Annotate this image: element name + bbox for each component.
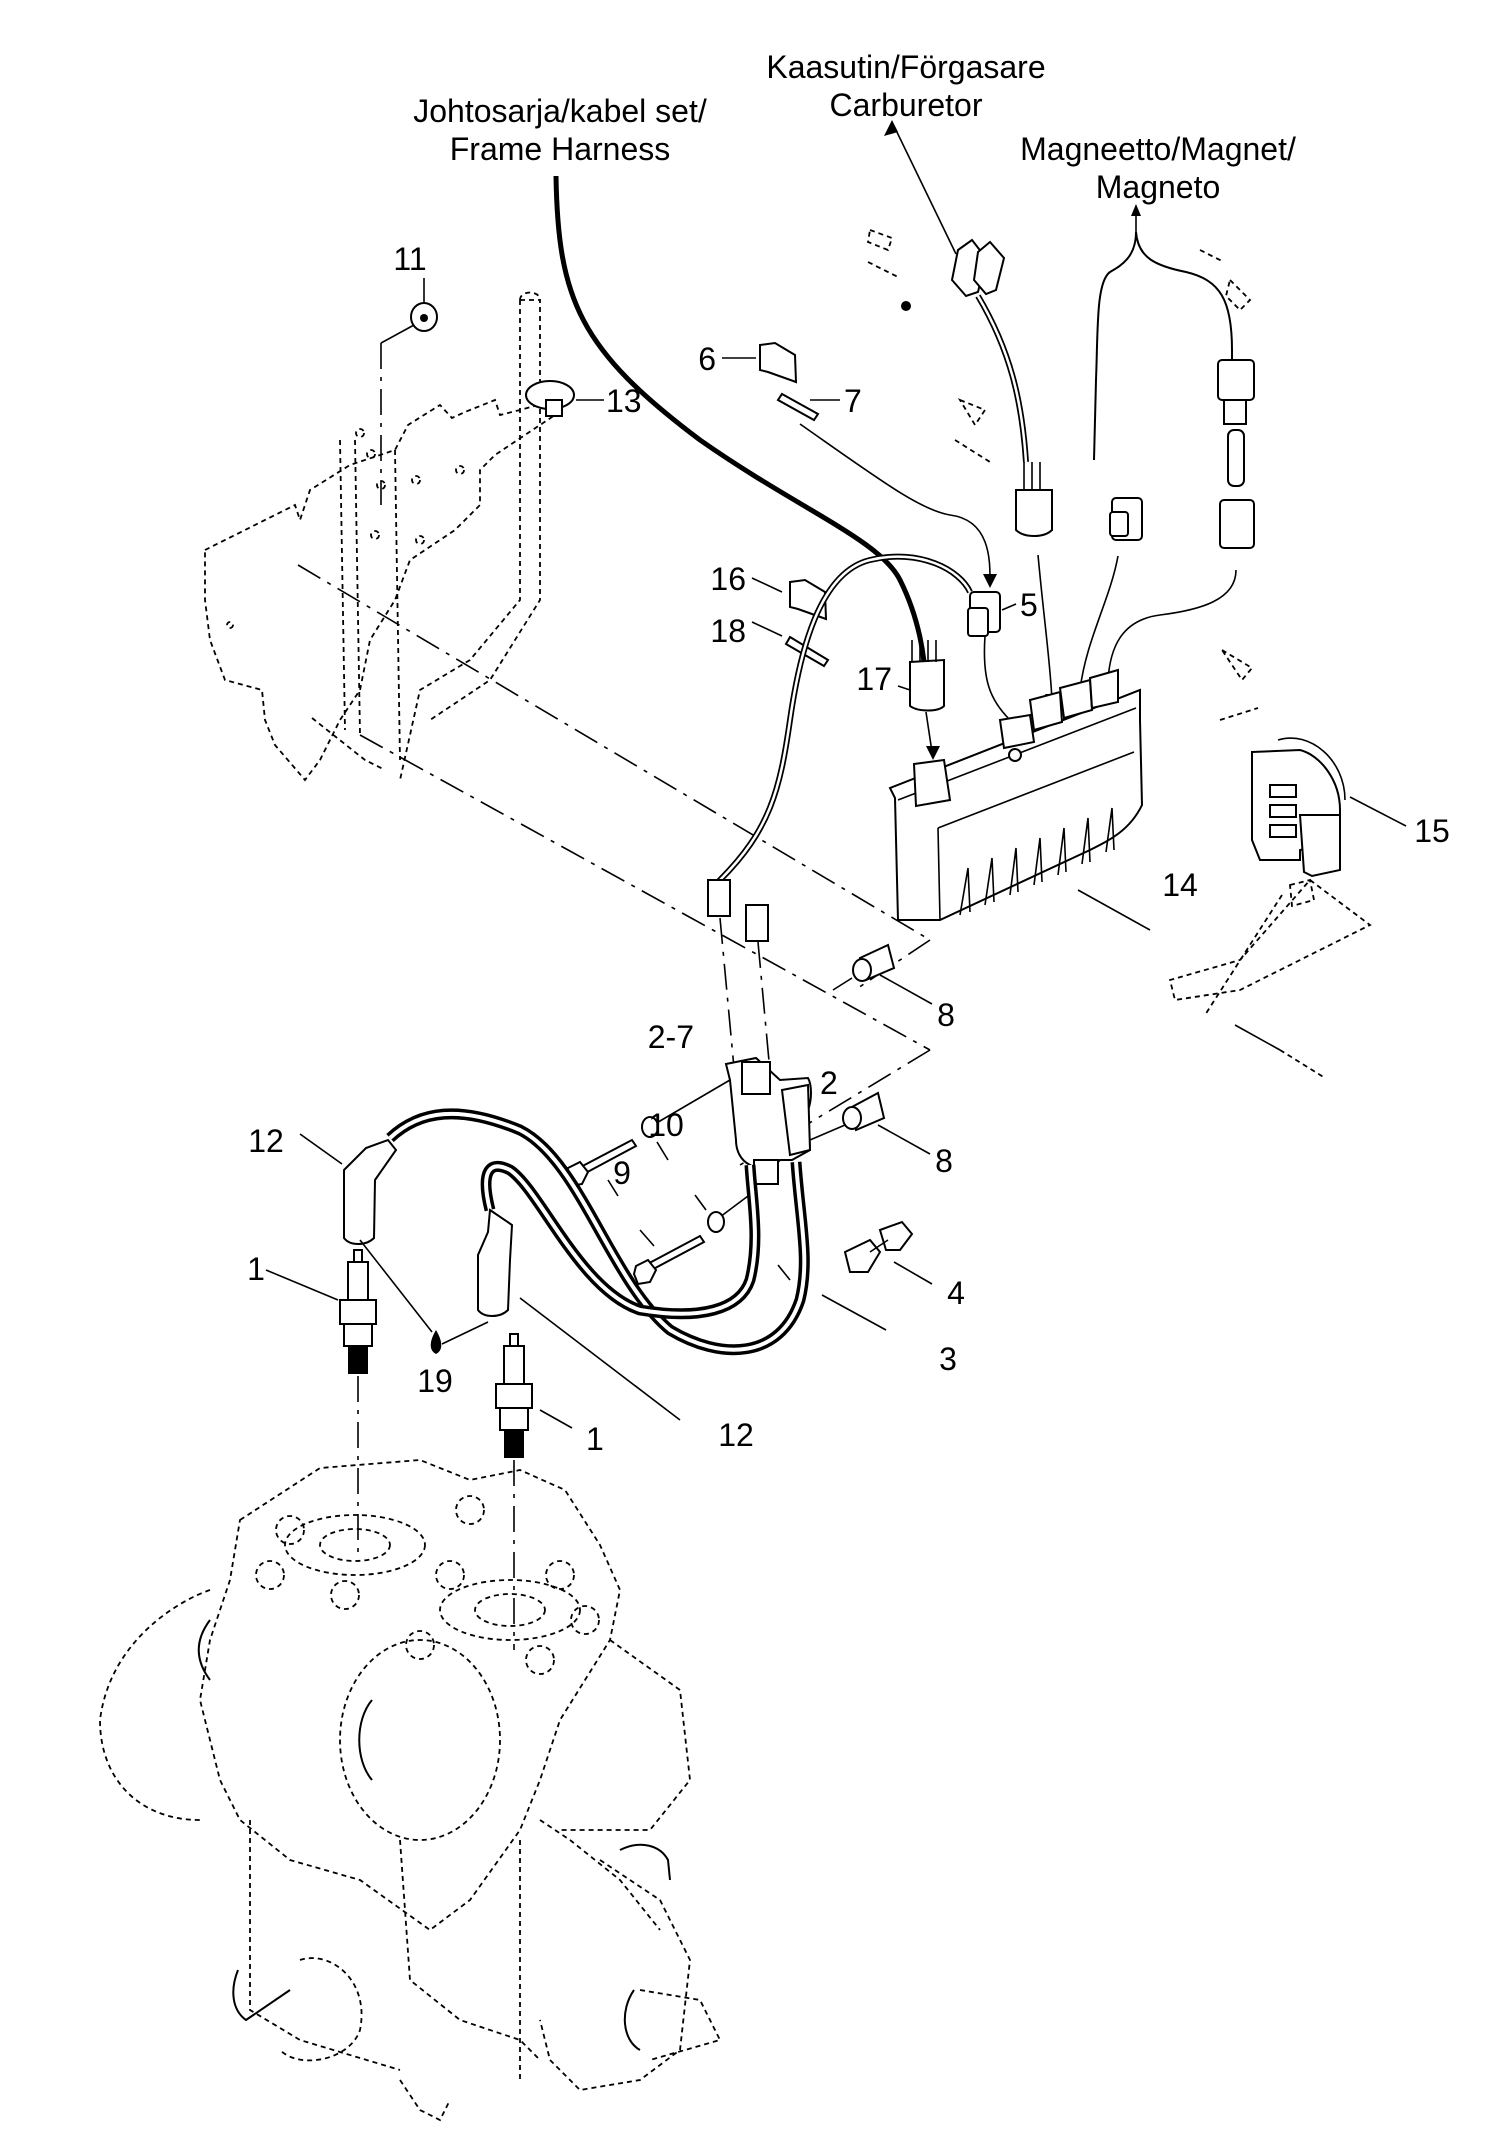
- magneto-label-line2: Magneto: [1096, 169, 1221, 205]
- engine-block: [99, 1459, 722, 2122]
- callout-1-left: 1: [247, 1251, 265, 1287]
- callouts: 11 13 6 7 16 18 5 17 15 14 8 2-7 2 8 10 …: [247, 241, 1450, 1457]
- bolt-upper: [564, 1079, 731, 1188]
- connector-housing: [967, 591, 1017, 721]
- bolt-lower: [632, 1189, 757, 1286]
- callout-18: 18: [710, 613, 746, 649]
- callout-12-left: 12: [248, 1123, 284, 1159]
- nut: [380, 278, 438, 505]
- magneto-label-line1: Magneetto/Magnet/: [1020, 131, 1296, 167]
- carburetor-arrow: [884, 120, 957, 255]
- callout-9: 9: [613, 1155, 631, 1191]
- dashed-fasteners: [866, 228, 1259, 721]
- callout-17: 17: [856, 661, 892, 697]
- callout-14: 14: [1162, 867, 1198, 903]
- callout-11: 11: [393, 241, 426, 277]
- washer-lower: [707, 1211, 725, 1233]
- callout-1-right: 1: [586, 1421, 604, 1457]
- plug-cap-right: [477, 1208, 681, 1421]
- magneto-connector-1: [1073, 497, 1143, 698]
- washer-upper: [641, 1116, 659, 1138]
- callout-13: 13: [606, 383, 642, 419]
- magneto-label: Magneetto/Magnet/ Magneto: [1020, 131, 1296, 205]
- harness-connector: [897, 640, 945, 760]
- callout-7: 7: [844, 383, 862, 419]
- washer-leader-10a: [656, 1141, 669, 1161]
- bolt-leader-9b: [639, 1229, 655, 1247]
- callout-5: 5: [1020, 587, 1038, 623]
- callout-19: 19: [417, 1363, 453, 1399]
- callout-8-lower: 8: [935, 1143, 953, 1179]
- carburetor-connector: [950, 238, 1059, 708]
- arrow-to-5: [983, 574, 997, 588]
- cdi-unit: [888, 668, 1151, 931]
- carburetor-label: Kaasutin/Förgasare Carburetor: [766, 49, 1045, 123]
- spacer-upper: [832, 943, 933, 1005]
- frame-harness-label-line2: Frame Harness: [450, 131, 671, 167]
- callout-6: 6: [698, 341, 716, 377]
- spark-plug-right: [495, 1333, 573, 1650]
- dielectric-grease: [359, 1239, 489, 1354]
- plug-cap-left: [299, 1133, 398, 1245]
- washer-leader-10b: [694, 1194, 707, 1211]
- callout-3: 3: [939, 1341, 957, 1377]
- callout-2: 2: [820, 1065, 838, 1101]
- lead-clip: [843, 1220, 933, 1285]
- frame-harness-cable: [553, 175, 928, 681]
- magneto-arrow: [1093, 204, 1233, 461]
- frame-harness-label: Johtosarja/kabel set/ Frame Harness: [413, 93, 707, 167]
- callout-4: 4: [947, 1275, 965, 1311]
- callout-10: 10: [648, 1107, 684, 1143]
- cdi-bracket: [1168, 737, 1407, 1079]
- connector-cap: [722, 341, 798, 384]
- carburetor-label-line1: Kaasutin/Förgasare: [766, 49, 1045, 85]
- spacer-lower: [809, 1091, 931, 1155]
- terminal-pin: [776, 392, 840, 422]
- high-tension-lead: [386, 1108, 887, 1356]
- callout-12-right: 12: [718, 1417, 754, 1453]
- spark-plug-left: [265, 1249, 377, 1560]
- ignition-coil: [707, 879, 812, 1185]
- carburetor-label-line2: Carburetor: [830, 87, 983, 123]
- terminal-pin-2: [751, 621, 830, 668]
- callout-2-7: 2-7: [648, 1019, 694, 1055]
- pin-routing-line: [799, 423, 991, 581]
- mounting-bracket: [204, 291, 556, 782]
- callout-16: 16: [710, 561, 746, 597]
- callout-8-upper: 8: [937, 997, 955, 1033]
- bolt-leader-9a: [607, 1179, 619, 1197]
- cable-tie: [525, 380, 604, 417]
- callout-15: 15: [1414, 813, 1450, 849]
- frame-harness-label-line1: Johtosarja/kabel set/: [413, 93, 707, 129]
